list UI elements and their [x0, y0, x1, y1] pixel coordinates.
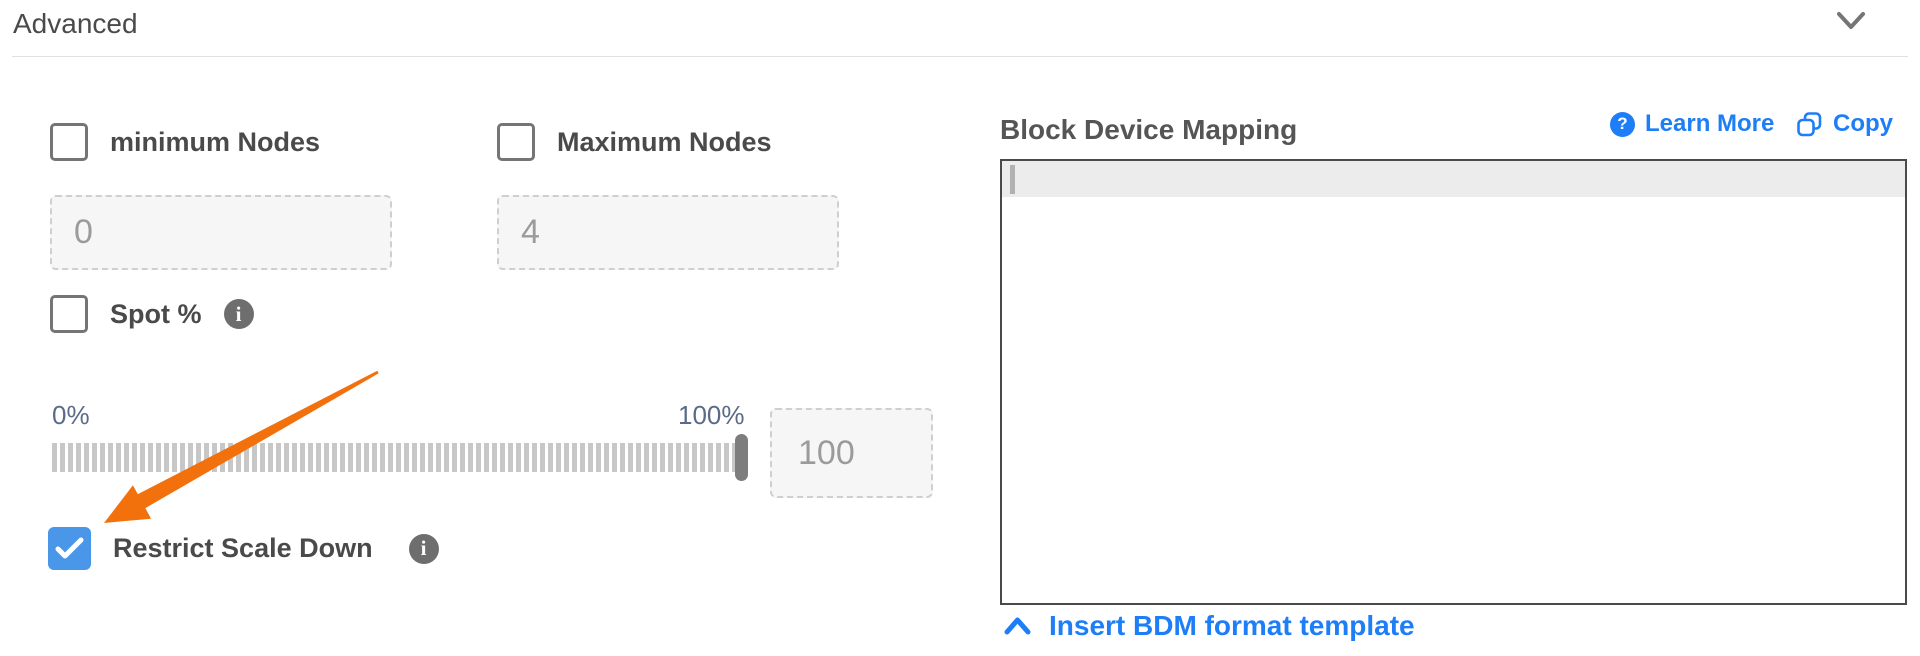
- bdm-editor-textarea[interactable]: [1000, 159, 1907, 605]
- max-nodes-label: Maximum Nodes: [557, 126, 772, 157]
- page-title: Advanced: [13, 8, 138, 39]
- learn-more-link[interactable]: ? Learn More: [1610, 110, 1774, 138]
- insert-bdm-template-label: Insert BDM format template: [1049, 610, 1415, 641]
- spot-percentage-slider-handle[interactable]: [735, 434, 748, 481]
- question-icon: ?: [1610, 111, 1635, 137]
- min-nodes-label: minimum Nodes: [110, 126, 321, 157]
- copy-button[interactable]: Copy: [1796, 110, 1893, 138]
- spot-percentage-slider-track[interactable]: [52, 443, 735, 472]
- chevron-up-icon: [1004, 617, 1031, 635]
- max-nodes-row: Maximum Nodes: [497, 123, 772, 161]
- editor-active-line: [1002, 161, 1905, 197]
- max-nodes-value: 4: [521, 213, 540, 251]
- insert-bdm-template-link[interactable]: Insert BDM format template: [1004, 610, 1415, 642]
- min-nodes-input[interactable]: 0: [50, 195, 392, 270]
- restrict-scale-down-row: Restrict Scale Down i: [48, 527, 439, 570]
- copy-icon: [1797, 111, 1822, 136]
- spot-percentage-value: 100: [798, 433, 855, 472]
- max-nodes-checkbox[interactable]: [497, 123, 535, 161]
- header-divider: [12, 56, 1908, 57]
- slider-max-label: 100%: [678, 400, 745, 430]
- restrict-scale-down-checkbox[interactable]: [48, 527, 91, 570]
- slider-min-label: 0%: [52, 400, 90, 430]
- spot-checkbox[interactable]: [50, 295, 88, 333]
- spot-row: Spot % i: [50, 295, 254, 333]
- checkmark-icon: [55, 537, 84, 559]
- min-nodes-checkbox[interactable]: [50, 123, 88, 161]
- spot-percentage-input[interactable]: 100: [770, 408, 933, 498]
- max-nodes-input[interactable]: 4: [497, 195, 839, 270]
- bdm-panel-title: Block Device Mapping: [1000, 114, 1298, 145]
- restrict-scale-down-label: Restrict Scale Down: [113, 533, 373, 563]
- restrict-scale-down-info-icon[interactable]: i: [408, 533, 439, 564]
- spot-label: Spot %: [110, 298, 202, 329]
- learn-more-label: Learn More: [1645, 110, 1775, 137]
- min-nodes-value: 0: [74, 213, 93, 251]
- chevron-down-icon[interactable]: [1836, 10, 1866, 32]
- min-nodes-row: minimum Nodes: [50, 123, 320, 161]
- copy-label: Copy: [1833, 110, 1893, 137]
- spot-info-icon[interactable]: i: [223, 299, 254, 329]
- editor-caret: [1010, 165, 1015, 194]
